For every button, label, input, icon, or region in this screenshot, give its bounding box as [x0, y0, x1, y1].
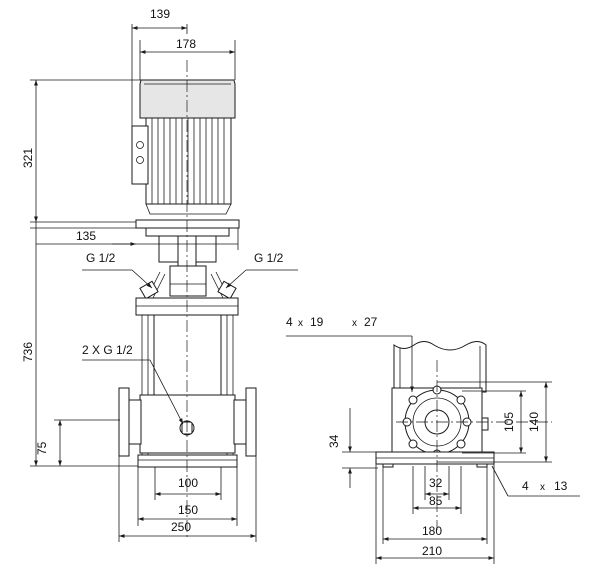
dim-736-label: 736: [21, 342, 35, 362]
dim-321-label: 321: [21, 148, 35, 168]
dim-150-label: 150: [178, 503, 198, 517]
flange-bolts-pcd: 27: [364, 315, 378, 329]
motor-top-cover: [139, 79, 236, 119]
terminal-box: [131, 125, 149, 185]
dim-135-label: 135: [76, 229, 96, 243]
motor-cooling-fins: [151, 118, 225, 204]
pump-front-view: [118, 60, 257, 540]
dim-140-label: 140: [527, 412, 541, 432]
pump-side-view: [375, 341, 552, 530]
flange-bolts-count: 4: [286, 315, 293, 329]
vent-plug-left: [139, 271, 166, 300]
outlet-flange: [245, 387, 257, 457]
inlet-flange: [118, 387, 130, 457]
pump-sleeve: [153, 314, 222, 396]
flange-bolts-x2: x: [352, 318, 357, 329]
dim-178-label: 178: [176, 37, 196, 51]
drain-ports-label: 2 X G 1/2: [82, 343, 133, 357]
flange-bolts-dia: 19: [310, 315, 324, 329]
feet-holes-count: 4: [522, 479, 529, 493]
dim-139-label: 139: [150, 7, 170, 21]
dim-32-label: 32: [429, 476, 443, 490]
front-dimensions: 139 178 321 135 G 1/2 G 1/2 736 2 X G 1/…: [21, 7, 298, 542]
feet-holes-x: x: [540, 482, 545, 493]
dim-100-label: 100: [178, 476, 198, 490]
flange-bolts-x: x: [298, 318, 303, 329]
dim-75-label: 75: [35, 441, 49, 455]
side-sleeve: [393, 341, 487, 393]
dim-210-label: 210: [422, 544, 442, 558]
feet-holes-dia: 13: [554, 479, 568, 493]
base-plate: [137, 454, 238, 468]
port-right-label: G 1/2: [254, 251, 284, 265]
vent-plug-right: [210, 271, 237, 300]
dim-180-label: 180: [422, 524, 442, 538]
dim-105-label: 105: [502, 412, 516, 432]
dim-34-label: 34: [327, 434, 341, 448]
side-dimensions: 4 x 19 x 27 105 140 34 32 85 4 x: [286, 315, 580, 564]
port-left-label: G 1/2: [86, 251, 116, 265]
dim-250-label: 250: [171, 520, 191, 534]
motor-body: [145, 117, 232, 205]
motor-flange: [135, 219, 240, 229]
dim-85-label: 85: [429, 494, 443, 508]
